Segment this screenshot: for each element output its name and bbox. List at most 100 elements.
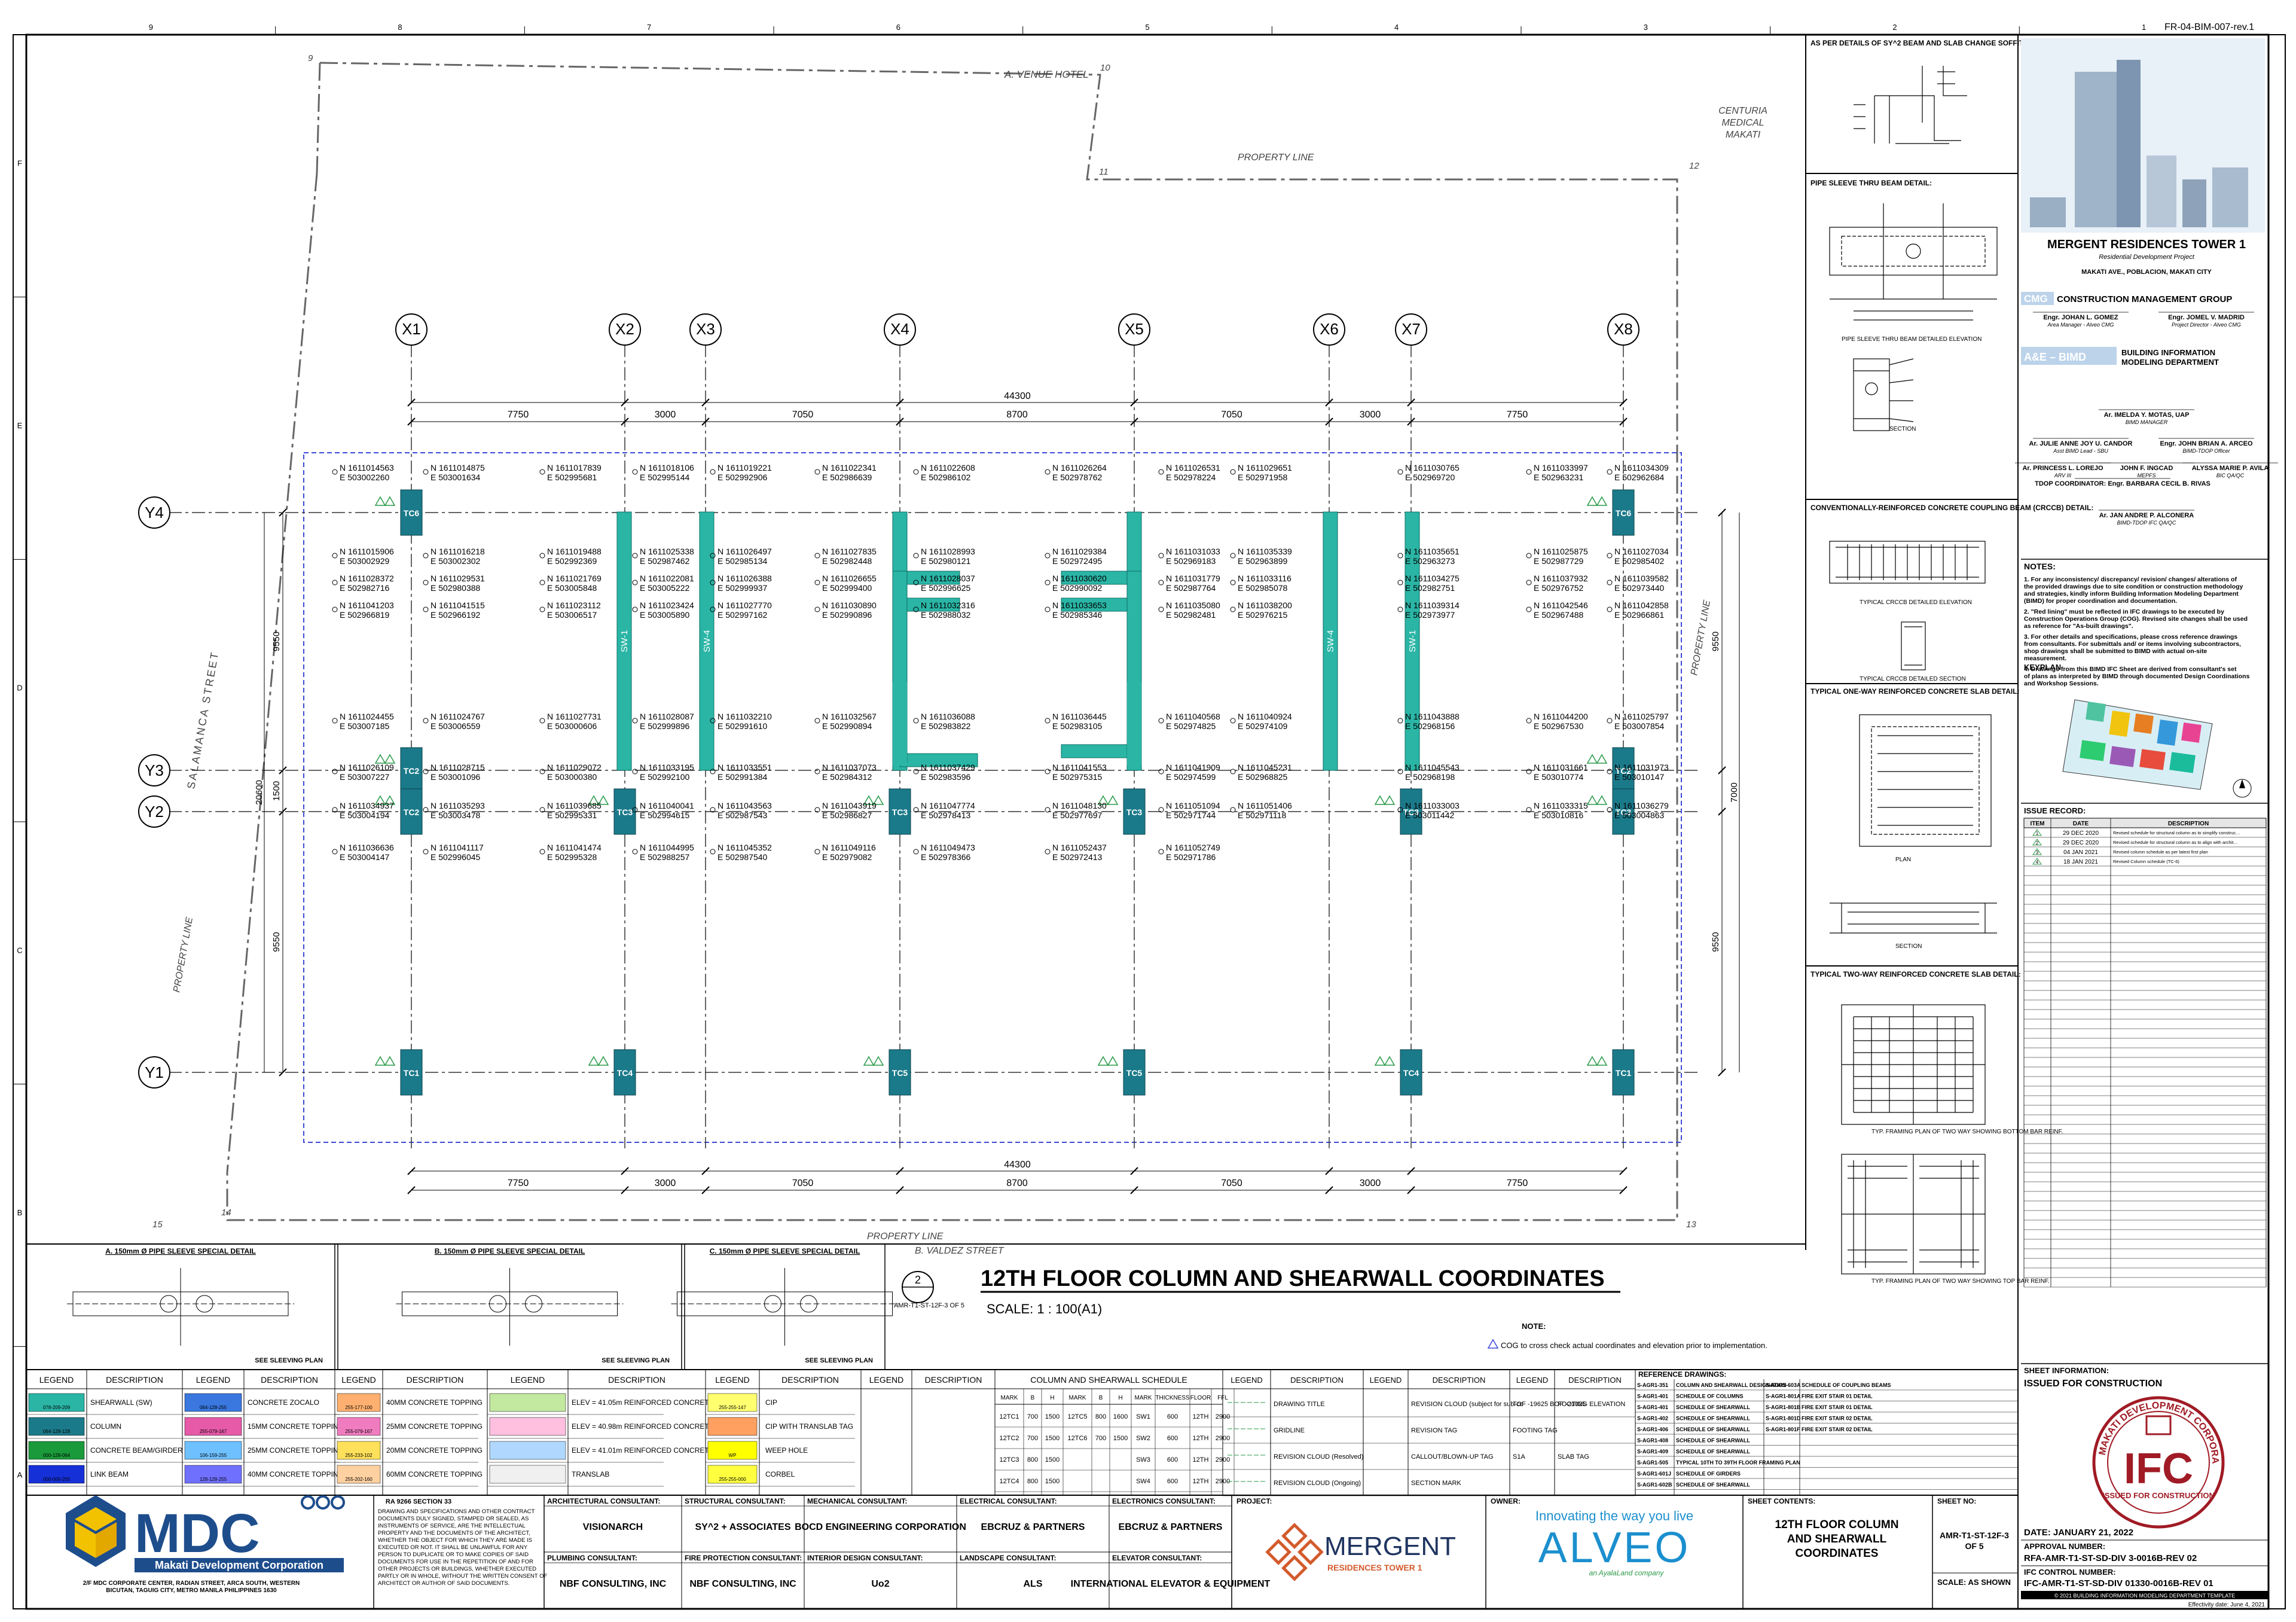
right-details: AS PER DETAILS OF SY^2 BEAM AND SLAB CHA… xyxy=(1806,39,2093,1285)
column-label: TC2 xyxy=(404,807,420,817)
column-label: TC6 xyxy=(1616,508,1632,518)
pipe-sleeve-title: PIPE SLEEVE THRU BEAM DETAIL: xyxy=(1810,179,1932,187)
column xyxy=(1612,1049,1635,1096)
ref-cell: SCHEDULE OF COLUMNS xyxy=(1676,1394,1744,1400)
title-block: PROJECT: OWNER: SHEET CONTENTS: SHEET NO… xyxy=(1231,1495,2018,1609)
column-label: TC4 xyxy=(1403,1068,1419,1078)
schedule-cell: 1500 xyxy=(1045,1435,1060,1442)
stamp-text: ISSUED FOR CONSTRUCTION xyxy=(2102,1491,2215,1500)
sheet-date: DATE: JANUARY 21, 2022 xyxy=(2024,1528,2133,1538)
note-text: COG to cross check actual coordinates an… xyxy=(1501,1341,1767,1350)
schedule-header: H xyxy=(1118,1395,1122,1401)
crccb-caption1: TYPICAL CRCCB DETAILED ELEVATION xyxy=(1860,599,1972,606)
ifc-number: IFC-AMR-T1-ST-SD-DIV 01330-0016B-REV 01 xyxy=(2024,1578,2213,1589)
border-row-label: A xyxy=(17,1471,23,1480)
two-way-caption2: TYP. FRAMING PLAN OF TWO WAY SHOWING TOP… xyxy=(1871,1278,2050,1285)
drawing-number: 2 xyxy=(915,1274,921,1286)
consultant-firm: VISIONARCH xyxy=(583,1522,643,1532)
schedule-cell: 1600 xyxy=(1113,1413,1128,1420)
shearwalls: SW-1SW-4SW-3SW-2SW-4SW-1 xyxy=(616,511,1420,771)
ifc-label: IFC CONTROL NUMBER: xyxy=(2024,1568,2116,1577)
grid-label: X6 xyxy=(1320,320,1339,338)
issue-record-title: ISSUE RECORD: xyxy=(2024,806,2086,815)
schedule-header: B xyxy=(1099,1395,1103,1401)
column xyxy=(1400,788,1422,835)
ref-cell: S-AGR1-351 xyxy=(1637,1382,1668,1388)
border-col-label: 1 xyxy=(2142,23,2146,32)
site-marker-label: 15 xyxy=(152,1219,163,1230)
schedule-header: B xyxy=(1031,1395,1035,1401)
dim-total: 7000 xyxy=(1729,782,1739,802)
schedule-cell: 800 xyxy=(1027,1456,1038,1464)
consultant-firm: ALS xyxy=(1024,1579,1043,1589)
wrapped-text: 2. "Red lining" must be reflected in IFC… xyxy=(2024,608,2248,630)
signatory-name: JOHN F. INGCAD xyxy=(2120,465,2173,472)
legend2-header: DESCRIPTION xyxy=(1290,1376,1344,1385)
ref-cell: SCHEDULE OF SHEARWALL xyxy=(1676,1482,1750,1488)
legend-desc: CIP WITH TRANSLAB TAG xyxy=(765,1422,853,1431)
ref-cell: SCHEDULE OF SHEARWALL xyxy=(1676,1416,1750,1422)
ra-title: RA 9266 SECTION 33 xyxy=(386,1498,451,1505)
sheet-status: ISSUED FOR CONSTRUCTION xyxy=(2024,1379,2162,1389)
legend-desc: CORBEL xyxy=(765,1470,795,1478)
column-label: TC3 xyxy=(892,807,908,817)
grid-label: X5 xyxy=(1125,320,1144,338)
dim-span: 7050 xyxy=(792,1178,814,1188)
issue-item: 3 xyxy=(2036,850,2039,855)
legend2-cell: REVISION CLOUD (subject for sub-co xyxy=(1411,1401,1523,1408)
dim-span: 7750 xyxy=(1507,410,1528,420)
border-row-label: F xyxy=(17,158,22,167)
signatory-name: Engr. JOHAN L. GOMEZ xyxy=(2043,314,2118,321)
column-label: TC5 xyxy=(892,1068,908,1078)
legend2-cell: REVISION CLOUD (Ongoing) xyxy=(1274,1480,1361,1487)
ref-cell: S-AGR1-801A xyxy=(1766,1394,1801,1400)
ref-cell: S-AGR1-801D xyxy=(1766,1416,1801,1422)
one-way-title: TYPICAL ONE-WAY REINFORCED CONCRETE SLAB… xyxy=(1810,687,2020,696)
project-address: MAKATI AVE., POBLACION, MAKATI CITY xyxy=(2081,269,2212,276)
legend2-cell: REVISION TAG xyxy=(1411,1427,1457,1434)
consultant-label: ARCHITECTURAL CONSULTANT: xyxy=(547,1497,660,1505)
schedule-cell: 12TH xyxy=(1193,1456,1209,1464)
legend-header: LEGEND xyxy=(341,1375,376,1385)
ref-cell: SCHEDULE OF SHEARWALL xyxy=(1676,1449,1750,1455)
consultant-firm: INTERNATIONAL ELEVATOR & EQUIPMENT xyxy=(1071,1579,1271,1589)
grid-bubble xyxy=(138,754,170,786)
site-marker-label: 9 xyxy=(308,53,313,63)
column-label: TC3 xyxy=(1616,807,1632,817)
consultant-firm: SY^2 + ASSOCIATES xyxy=(695,1522,790,1532)
property-line-top: PROPERTY LINE xyxy=(1238,153,1314,163)
dim-span: 7750 xyxy=(1507,1178,1528,1188)
consultant-label: ELEVATOR CONSULTANT: xyxy=(1112,1554,1202,1562)
issue-header: DATE xyxy=(2073,821,2089,827)
soffit-title: AS PER DETAILS OF SY^2 BEAM AND SLAB CHA… xyxy=(1810,39,2025,47)
owner-label: OWNER: xyxy=(1491,1497,1521,1505)
schedule-cell: 800 xyxy=(1095,1413,1106,1420)
issue-desc: Revised schedule for structural column a… xyxy=(2113,840,2238,845)
svg-text:MAKATI DEVELOPMENT CORPORATION: MAKATI DEVELOPMENT CORPORATION xyxy=(0,0,2220,1464)
